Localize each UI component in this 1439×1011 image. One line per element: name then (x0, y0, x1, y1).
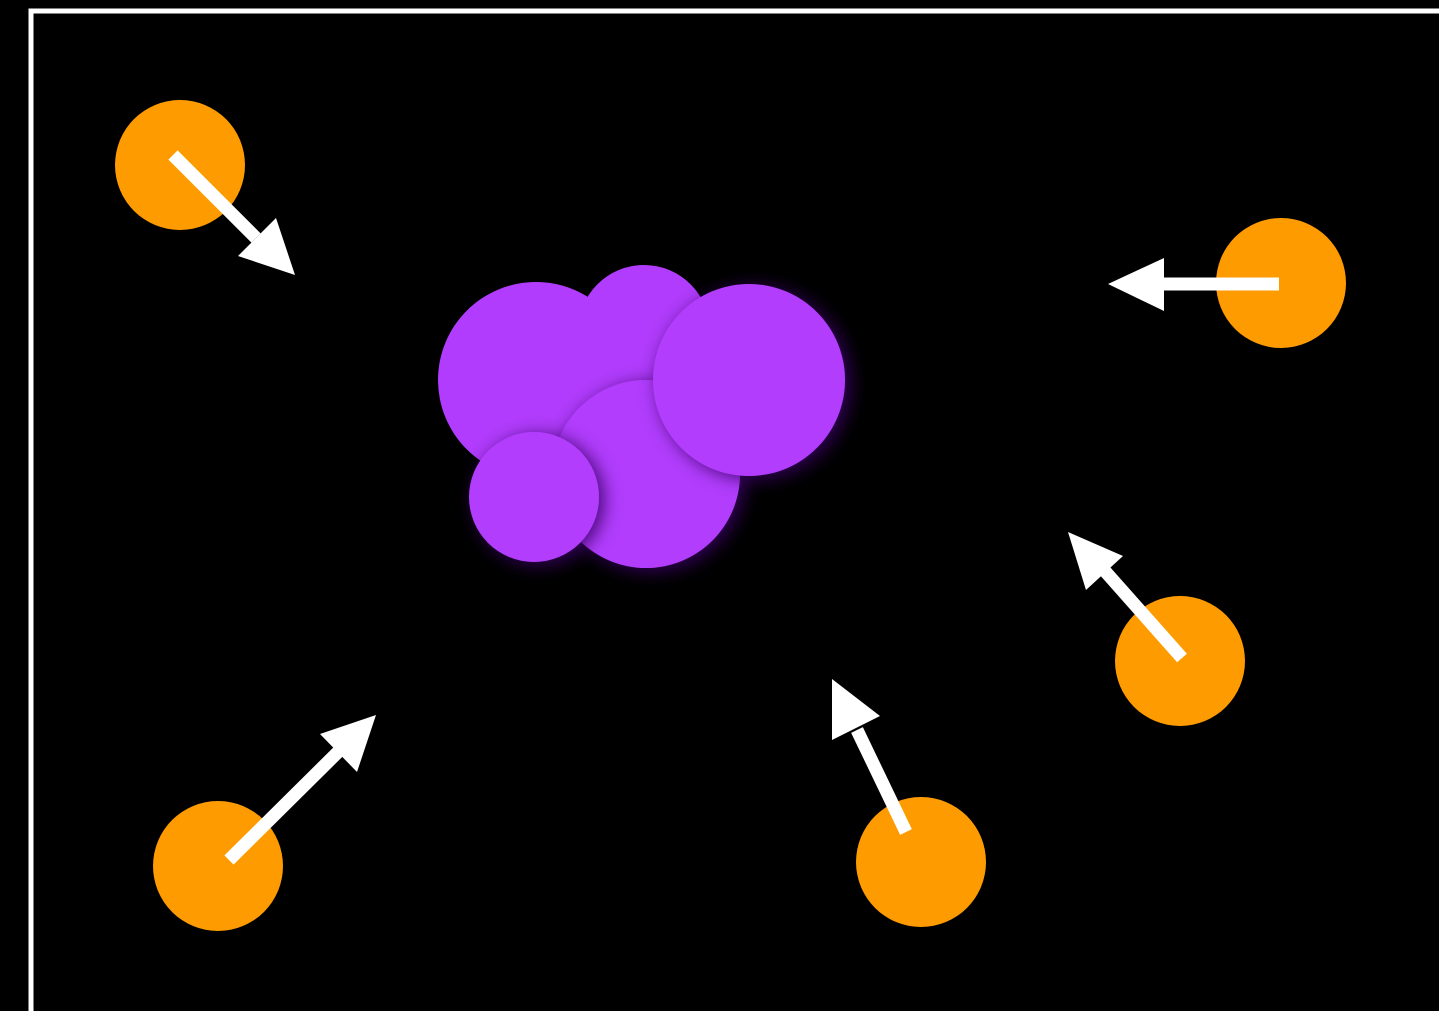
particle-circle (1115, 596, 1245, 726)
arrow-shaft (224, 747, 343, 865)
particle-circle (856, 797, 986, 927)
arrow-head (1068, 532, 1123, 590)
particle-bottom-middle (832, 679, 986, 927)
arrow-head (320, 715, 376, 772)
arrow-shaft (851, 727, 912, 835)
arrow-head (1108, 258, 1164, 311)
cluster-circle (653, 284, 845, 476)
particle-circle (1216, 218, 1346, 348)
cluster-circle (469, 432, 599, 562)
arrow-shaft (1099, 565, 1187, 663)
arrow-head (238, 218, 295, 275)
particle-top-left (115, 100, 295, 275)
arrow-shaft (168, 150, 261, 243)
cluster (438, 265, 845, 568)
frame-border (28, 8, 1439, 1011)
particle-right-lower (1068, 532, 1245, 726)
arrow-head (832, 679, 880, 740)
particle-right-upper (1108, 218, 1346, 348)
particle-bottom-left (153, 715, 376, 931)
